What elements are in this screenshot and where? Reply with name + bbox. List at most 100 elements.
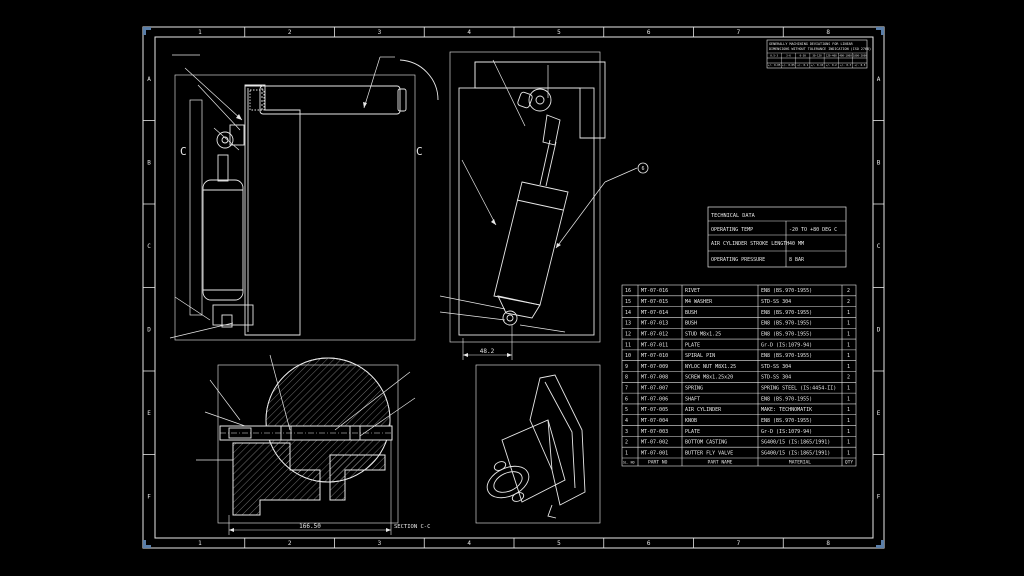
bom-part-name: SCREW M8x1.25x20 — [685, 375, 733, 381]
isometric-view — [475, 364, 601, 524]
tolerance-value: +/- 0.3 — [840, 63, 851, 67]
tolerance-range: 0.5-3 — [770, 54, 778, 58]
bom-sl: 10 — [625, 353, 631, 359]
part-balloon: 6 — [637, 162, 649, 174]
bom-qty: 1 — [847, 450, 850, 456]
section-mark-right: C — [416, 145, 423, 158]
grid-row-label-right: E — [877, 410, 881, 417]
corner-markers — [143, 27, 884, 548]
tech-row-2-label: AIR CYLINDER STROKE LENGTH — [711, 241, 789, 247]
bom-qty: 2 — [847, 299, 850, 305]
technical-data-table: TECHNICAL DATA OPERATING TEMP -20 TO +80… — [707, 206, 847, 268]
section-view-arrows — [229, 528, 391, 532]
tolerance-value: +/- 0.2 — [826, 63, 837, 67]
grid-row-label-right: A — [877, 76, 881, 83]
bom-header-sl: SL. NO — [623, 461, 635, 465]
bom-part-name: SPRING — [685, 386, 703, 392]
grid-row-label-left: B — [147, 159, 151, 166]
section-marks: C C — [180, 145, 423, 158]
bom-part-name: PLATE — [685, 429, 700, 435]
bom-sl: 12 — [625, 331, 631, 337]
bom-header-material: MATERIAL — [789, 460, 811, 466]
tolerance-value: +/- 0.5 — [854, 63, 865, 67]
bom-qty: 1 — [847, 353, 850, 359]
bom-sl: 15 — [625, 299, 631, 305]
bom-part-name: NYLOC NUT M8X1.25 — [685, 364, 736, 370]
grid-row-label-left: E — [147, 410, 151, 417]
bom-qty: 1 — [847, 342, 850, 348]
bom-part-no: MT-07-008 — [641, 375, 668, 381]
bom-part-no: MT-07-002 — [641, 440, 668, 446]
bom-part-name: PLATE — [685, 342, 700, 348]
bom-material: Gr-D (IS:1079-94) — [761, 429, 812, 435]
bom-material: SG400/15 (IS:1865/1991) — [761, 450, 830, 456]
dimension-166-50: 166.50 — [299, 523, 321, 530]
grid-column-label-bottom: 5 — [557, 540, 561, 547]
grid-column-label-top: 1 — [198, 29, 202, 36]
grid-row-label-right: D — [877, 326, 881, 333]
bom-sl: 14 — [625, 310, 631, 316]
tech-row-3-value: 8 BAR — [789, 257, 805, 263]
grid-row-label-right: B — [877, 159, 881, 166]
grid-column-label-top: 8 — [826, 29, 830, 36]
bom-part-no: MT-07-013 — [641, 321, 668, 327]
grid-ticks — [143, 27, 884, 548]
bom-material: EN8 (BS.970-1955) — [761, 288, 812, 294]
grid-column-label-bottom: 4 — [467, 540, 471, 547]
grid-column-label-bottom: 7 — [737, 540, 741, 547]
section-view — [196, 354, 416, 535]
balloon-number: 6 — [641, 166, 644, 172]
bom-qty: 1 — [847, 396, 850, 402]
bom-part-no: MT-07-006 — [641, 396, 668, 402]
grid-column-label-bottom: 2 — [288, 540, 292, 547]
bom-qty: 1 — [847, 440, 850, 446]
bom-part-no: MT-07-005 — [641, 407, 668, 413]
bom-sl: 6 — [625, 396, 628, 402]
bom-material: EN8 (BS.970-1955) — [761, 396, 812, 402]
tech-row-2-value: 40 MM — [789, 241, 804, 247]
bom-header-part-name: PART NAME — [708, 460, 733, 466]
tolerance-note-line-1: GENERALLY MACHINING DEVIATIONS FOR LINEA… — [769, 42, 854, 46]
bom-material: EN8 (BS.970-1955) — [761, 418, 812, 424]
bom-material: EN8 (BS.970-1955) — [761, 310, 812, 316]
bom-part-name: AIR CYLINDER — [685, 407, 722, 413]
bom-material: SG400/15 (IS:1865/1991) — [761, 440, 830, 446]
grid-row-label-right: C — [877, 243, 881, 250]
tolerance-value: +/- 0.05 — [782, 63, 795, 67]
side-view-arrows — [463, 219, 561, 357]
grid-row-label-left: F — [147, 493, 151, 500]
bom-material: STD-SS 304 — [761, 364, 791, 370]
bom-sl: 3 — [625, 429, 628, 435]
bom-material: SPRING STEEL (IS:4454-II) — [761, 386, 836, 392]
bom-part-name: RIVET — [685, 288, 700, 294]
bom-qty: 1 — [847, 386, 850, 392]
bom-part-name: KNOB — [685, 418, 697, 424]
bom-material: Gr-D (IS:1079-94) — [761, 342, 812, 348]
bom-header-part-no: PART NO — [648, 460, 668, 466]
bom-qty: 1 — [847, 310, 850, 316]
tolerance-value: +/- 0.05 — [768, 63, 781, 67]
dimension-48-2: 48.2 — [480, 348, 495, 355]
bom-qty: 1 — [847, 321, 850, 327]
bom-sl: 4 — [625, 418, 628, 424]
section-label: SECTION C-C — [394, 524, 430, 530]
grid-column-label-bottom: 8 — [826, 540, 830, 547]
bom-part-name: BOTTOM CASTING — [685, 440, 727, 446]
bom-qty: 2 — [847, 288, 850, 294]
grid-column-label-bottom: 1 — [198, 540, 202, 547]
bom-qty: 2 — [847, 375, 850, 381]
section-mark-left: C — [180, 145, 187, 158]
